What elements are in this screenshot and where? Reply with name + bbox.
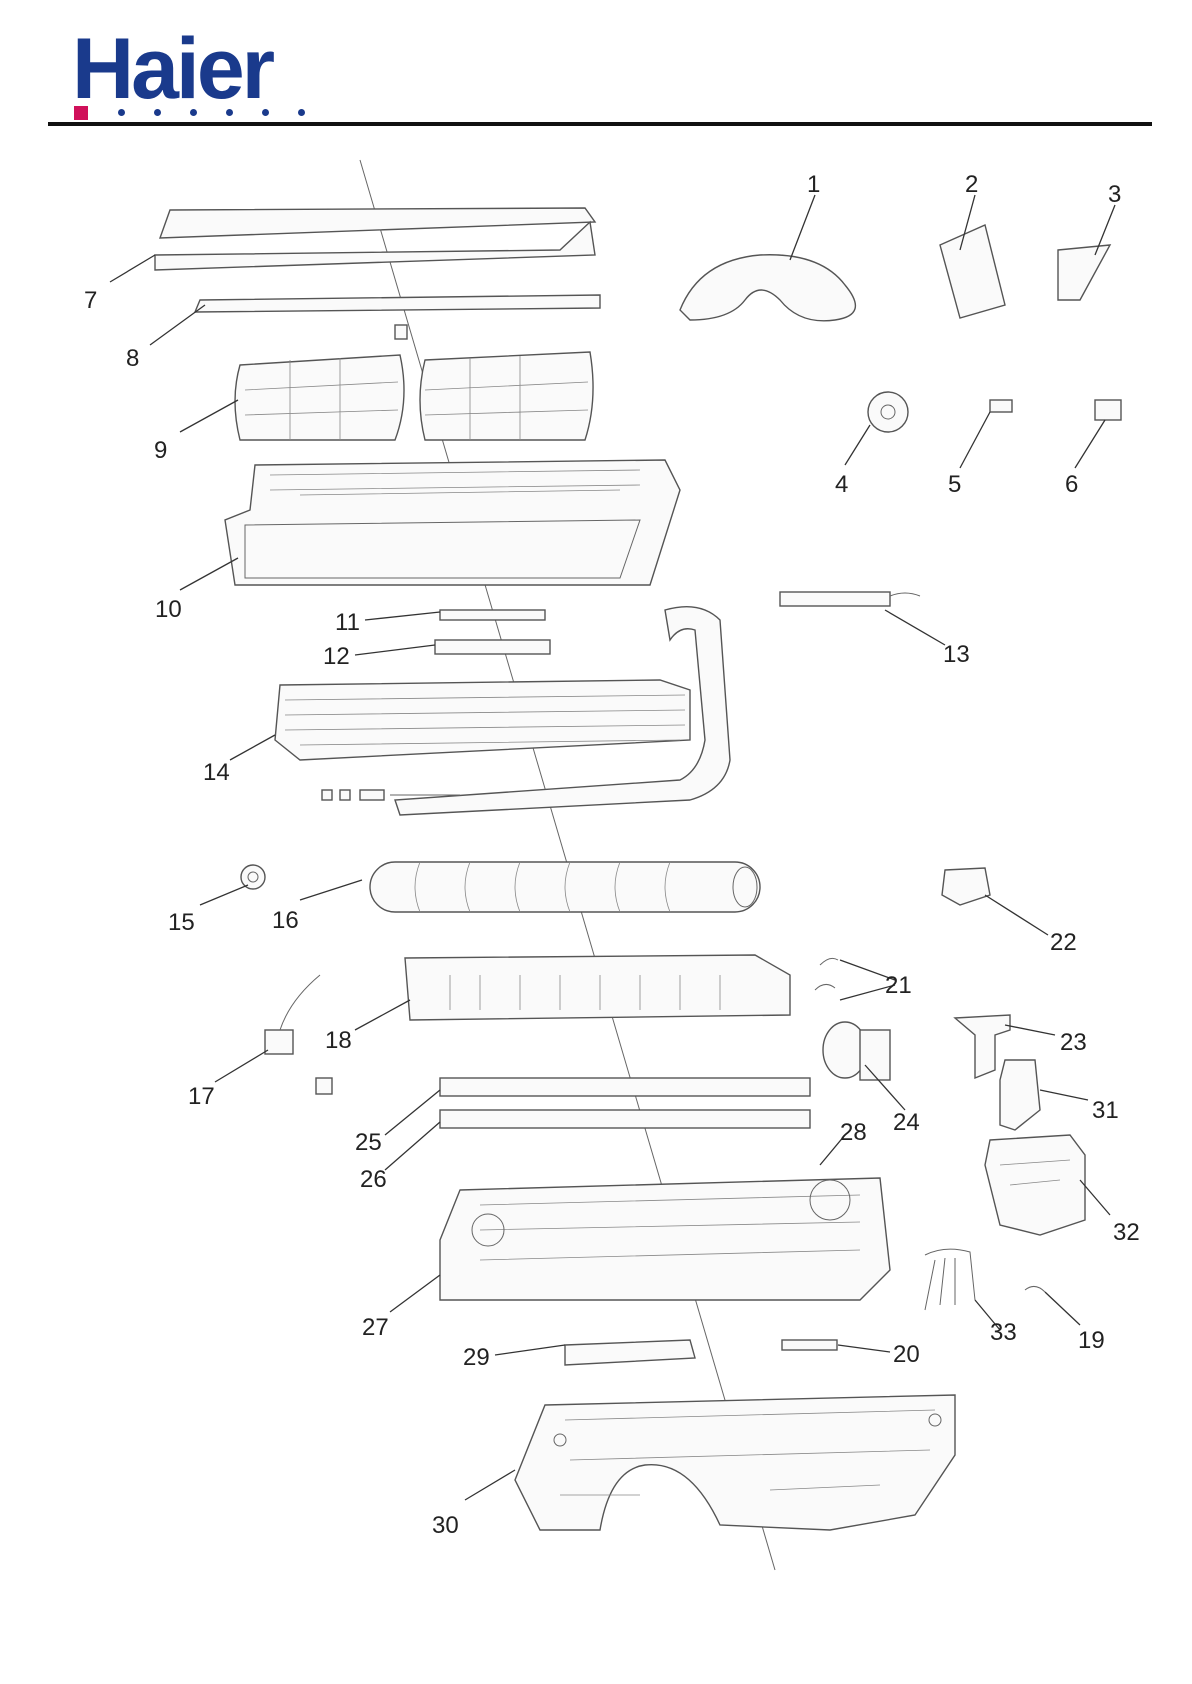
part-hook: [1025, 1286, 1045, 1292]
callout-10: 10: [155, 596, 182, 623]
callout-24: 24: [893, 1109, 920, 1136]
part-electric-box: [985, 1135, 1085, 1235]
brand-logo: Haier: [72, 26, 302, 126]
callout-3: 3: [1108, 181, 1121, 208]
brand-square-mark: [74, 106, 88, 120]
part-bar-25: [440, 1078, 810, 1096]
callout-33: 33: [990, 1319, 1017, 1346]
part-bar-12: [435, 640, 550, 654]
callout-11: 11: [335, 609, 360, 636]
callout-15: 15: [168, 909, 195, 936]
brand-dot: [190, 109, 197, 116]
part-springs: [815, 958, 838, 990]
part-drain-hose: [680, 255, 855, 321]
part-plug: [868, 392, 908, 432]
header-rule: [48, 122, 1152, 126]
callout-18: 18: [325, 1027, 352, 1054]
callout-22: 22: [1050, 929, 1077, 956]
part-bearing: [241, 865, 265, 889]
part-chassis: [440, 1178, 890, 1300]
callout-12: 12: [323, 643, 350, 670]
part-cross-flow-fan: [370, 862, 760, 912]
part-clip: [395, 325, 407, 339]
callout-27: 27: [362, 1314, 389, 1341]
part-evaporator: [275, 607, 730, 815]
callout-17: 17: [188, 1083, 215, 1110]
part-bracket: [955, 1015, 1010, 1078]
callout-5: 5: [948, 471, 961, 498]
callout-23: 23: [1060, 1029, 1087, 1056]
part-louver-assembly: [405, 955, 790, 1020]
part-bar-11: [440, 610, 545, 620]
brand-dot: [154, 109, 161, 116]
callout-4: 4: [835, 471, 848, 498]
brand-dot: [226, 109, 233, 116]
part-6: [1095, 400, 1121, 420]
part-display-board: [780, 592, 920, 606]
callout-1: 1: [807, 171, 820, 198]
callout-6: 6: [1065, 471, 1078, 498]
callout-28: 28: [840, 1119, 867, 1146]
callout-29: 29: [463, 1344, 490, 1371]
brand-dot: [262, 109, 269, 116]
part-connector: [316, 1078, 332, 1094]
callout-16: 16: [272, 907, 299, 934]
callout-25: 25: [355, 1129, 382, 1156]
callout-2: 2: [965, 171, 978, 198]
exploded-view-diagram: 1 2 3 4 5 6 7 8 9 10 11 12 13 14 15 16 1…: [0, 130, 1192, 1670]
callout-14: 14: [203, 759, 230, 786]
part-wire-harness: [925, 1249, 975, 1310]
brand-wordmark: Haier: [72, 26, 272, 112]
callout-32: 32: [1113, 1219, 1140, 1246]
part-5: [990, 400, 1012, 412]
part-fan-motor: [823, 1022, 890, 1080]
callout-13: 13: [943, 641, 970, 668]
part-panel-frame: [225, 460, 680, 585]
brand-dot: [118, 109, 125, 116]
part-strip: [195, 295, 600, 312]
callout-31: 31: [1092, 1097, 1119, 1124]
part-accessory-2: [940, 225, 1005, 318]
callout-9: 9: [154, 437, 167, 464]
callout-30: 30: [432, 1512, 459, 1539]
part-bar-26: [440, 1110, 810, 1128]
part-filters: [235, 352, 593, 440]
callout-8: 8: [126, 345, 139, 372]
part-20: [782, 1340, 837, 1350]
callout-26: 26: [360, 1166, 387, 1193]
callout-21: 21: [885, 972, 912, 999]
brand-dots: [74, 106, 314, 120]
part-swing-motor: [265, 975, 320, 1054]
brand-dot: [298, 109, 305, 116]
part-29: [565, 1340, 695, 1365]
callout-7: 7: [84, 287, 97, 314]
part-step-motor: [942, 868, 990, 905]
part-control-board: [1000, 1060, 1040, 1130]
part-front-panel: [155, 208, 595, 270]
part-mounting-plate: [515, 1395, 955, 1530]
callout-19: 19: [1078, 1327, 1105, 1354]
callout-20: 20: [893, 1341, 920, 1368]
part-remote-control: [1058, 245, 1110, 300]
